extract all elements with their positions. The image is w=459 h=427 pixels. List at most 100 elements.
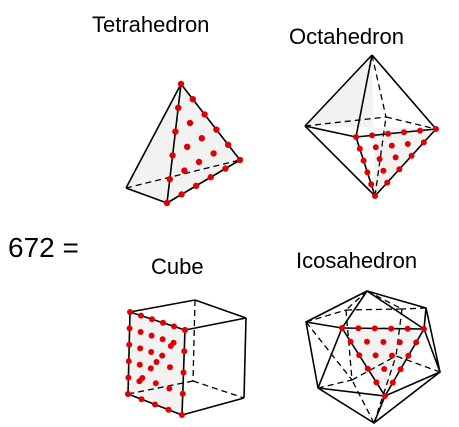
cube-dot <box>125 391 131 397</box>
tetrahedron-dot <box>198 135 205 142</box>
cube-label: Cube <box>151 254 204 279</box>
cube-dots <box>125 309 188 418</box>
cube-dot <box>138 396 145 403</box>
icosahedron-dot <box>372 352 379 359</box>
cube-dot <box>160 319 166 326</box>
cube-dot <box>181 348 188 355</box>
cube-dot <box>136 361 143 368</box>
octahedron-dot <box>353 134 359 140</box>
icosahedron-dots <box>339 325 427 399</box>
icosahedron-dot <box>396 339 403 346</box>
tetrahedron-dot <box>184 143 191 150</box>
cube-dot <box>148 349 155 355</box>
tetrahedron-dot <box>166 176 173 183</box>
cube-dot <box>147 365 154 372</box>
tetrahedron-dots <box>163 80 244 207</box>
tetrahedron-dot <box>222 165 229 172</box>
icosahedron-dot <box>413 339 420 346</box>
tetrahedron-dot <box>210 150 217 157</box>
icosahedron-dot <box>364 338 370 345</box>
octahedron-dot <box>392 154 399 161</box>
cube-dot <box>153 359 160 365</box>
cube-dot <box>125 358 132 365</box>
octahedron-dot <box>368 181 375 188</box>
octahedron-dots <box>353 126 439 199</box>
octahedron-dot <box>360 157 367 164</box>
cube-dot <box>126 325 133 332</box>
tetrahedron-dot <box>213 126 220 133</box>
octahedron-dot <box>364 169 371 176</box>
tetrahedron-dot <box>163 199 171 207</box>
octahedron-label: Octahedron <box>289 24 404 49</box>
cube-dot <box>159 352 166 359</box>
tetrahedron-dot <box>201 111 208 118</box>
cube-dot <box>137 329 144 335</box>
cube-dot <box>159 336 166 343</box>
octahedron-dot <box>372 144 379 151</box>
tetrahedron-dot <box>172 128 179 135</box>
icosahedron-dot <box>364 365 371 372</box>
cube-dot <box>166 385 173 392</box>
cube-dot <box>138 312 144 319</box>
icosahedron-dot <box>397 366 404 373</box>
icosahedron-dot <box>373 379 380 386</box>
tetrahedron-dot <box>207 174 214 181</box>
cube-dot <box>171 323 177 330</box>
tetrahedron-dot <box>177 80 185 88</box>
tetrahedron-dot <box>195 158 203 166</box>
cube-dot <box>179 412 185 418</box>
octahedron-dot <box>376 156 383 162</box>
octahedron-edges <box>304 54 437 197</box>
icosahedron-dot <box>371 325 378 332</box>
octahedron-dot <box>356 145 363 152</box>
icosahedron-edges <box>305 290 441 424</box>
cube-dot <box>152 380 159 387</box>
octahedron-dot <box>404 141 411 147</box>
icosahedron-dot <box>347 338 354 345</box>
octahedron-dot <box>420 139 427 146</box>
cube-dot <box>125 374 132 381</box>
icosahedron-dot <box>404 325 411 332</box>
cube-dot <box>179 390 186 397</box>
tetrahedron-label: Tetrahedron <box>92 12 210 37</box>
tetrahedron-dot <box>225 141 232 148</box>
octahedron-dot <box>380 167 387 174</box>
equation-label: 672 = <box>8 232 79 263</box>
icosahedron-dot <box>380 339 387 345</box>
cube-dot <box>167 343 174 349</box>
tetrahedron-dot <box>169 152 176 159</box>
tetrahedron-dot <box>175 104 182 112</box>
octahedron-dot <box>372 193 378 199</box>
cube-dot <box>139 375 146 381</box>
cube-dot <box>148 332 155 339</box>
octahedron-dot <box>384 179 391 186</box>
icosahedron-dot <box>381 366 388 372</box>
octahedron-dot <box>433 126 439 132</box>
octahedron-dot <box>385 130 391 137</box>
icosahedron-dot <box>389 352 395 359</box>
icosahedron-dot <box>339 325 345 331</box>
octahedron-dot <box>417 127 423 134</box>
cube-dot <box>165 406 172 413</box>
icosahedron-dot <box>388 325 395 332</box>
octahedron-dot <box>369 132 375 139</box>
cube-dot <box>127 309 133 315</box>
tetrahedron-dot <box>193 182 200 189</box>
tetrahedron-dot <box>236 156 244 164</box>
icosahedron-dot <box>356 352 363 359</box>
tetrahedron-dot <box>178 191 185 198</box>
cube-dot <box>152 401 158 408</box>
icosahedron-dot <box>355 325 362 332</box>
icosahedron-dot <box>382 393 388 399</box>
octahedron-dot <box>408 152 415 159</box>
tetrahedron-dot <box>186 119 194 127</box>
cube-dot <box>182 327 188 333</box>
octahedron-dot <box>401 129 407 136</box>
cube-dot <box>137 345 144 352</box>
tetrahedron-dot <box>189 96 196 103</box>
icosahedron-label: Icosahedron <box>296 248 418 273</box>
octahedron-dot <box>396 166 403 173</box>
